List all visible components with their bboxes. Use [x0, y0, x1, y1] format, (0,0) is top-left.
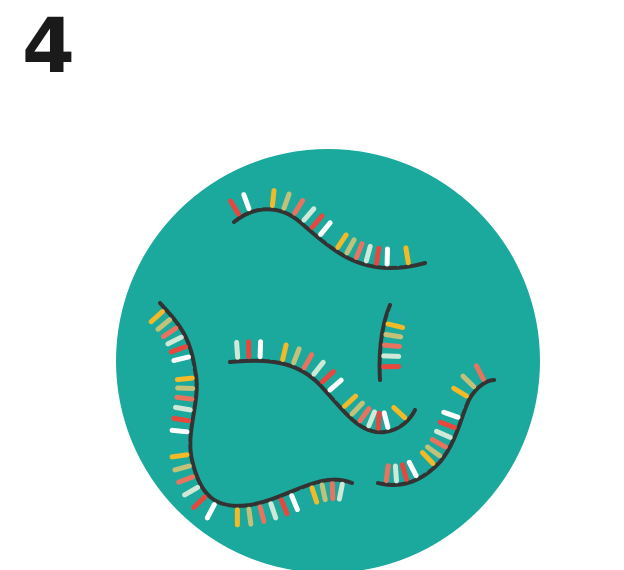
nucleotide-base — [394, 246, 401, 267]
nucleotide-base — [257, 339, 264, 360]
nucleotide-base — [425, 444, 443, 459]
nucleotide-base — [172, 463, 192, 473]
nucleotide-base — [363, 243, 373, 264]
nucleotide-base — [334, 385, 351, 401]
nucleotide-base — [161, 325, 179, 340]
nucleotide-base — [381, 410, 391, 430]
nucleotide-base — [169, 452, 190, 460]
rna-strand-left — [158, 301, 354, 508]
nucleotide-base — [269, 188, 277, 208]
nucleotide-base — [318, 220, 333, 237]
nucleotide-base — [326, 226, 341, 244]
nucleotide-base — [319, 482, 328, 503]
nucleotide-base — [383, 463, 391, 484]
nucleotide-base — [451, 385, 469, 399]
nucleotide-base — [257, 504, 267, 524]
nucleotide-base — [228, 198, 241, 217]
nucleotide-base — [165, 334, 184, 347]
rna-strands — [148, 188, 496, 528]
nucleotide-base — [329, 481, 336, 502]
nucleotide-base — [311, 359, 326, 377]
nucleotide-base — [342, 393, 359, 409]
nucleotide-base — [155, 317, 172, 332]
nucleotide-base — [374, 245, 382, 266]
nucleotide-base — [301, 352, 315, 371]
nucleotide-base — [175, 385, 196, 391]
nucleotide-base — [191, 494, 208, 510]
nucleotide-base — [399, 462, 409, 482]
rna-strand-right — [376, 378, 496, 488]
nucleotide-base — [246, 506, 254, 527]
nucleotide-base — [441, 409, 461, 420]
nucleotide-base — [173, 364, 194, 373]
nucleotide-base — [382, 342, 402, 349]
nucleotide-base — [291, 346, 302, 366]
nucleotide-base — [413, 455, 428, 473]
nucleotide-base — [403, 245, 411, 266]
nucleotide-base — [344, 237, 357, 256]
nucleotide-base — [420, 450, 436, 466]
nucleotide-base — [434, 428, 453, 440]
nucleotide-base — [391, 405, 408, 421]
rna-strand-top — [232, 207, 427, 271]
nucleotide-base — [301, 206, 317, 223]
nucleotide-base — [174, 394, 195, 402]
nucleotide-base — [278, 497, 290, 517]
nucleotide-base — [392, 463, 399, 484]
nucleotide-base — [309, 213, 325, 230]
nucleotide-base — [375, 410, 382, 431]
nucleotide-base — [220, 506, 229, 526]
nucleotide-base — [268, 340, 276, 361]
nucleotide-base — [168, 344, 188, 355]
nucleotide-base — [386, 408, 400, 427]
rna-strand-middle — [228, 358, 417, 435]
nucleotide-base — [292, 198, 306, 216]
nucleotide-base — [299, 489, 310, 509]
nucleotide-base — [385, 321, 406, 330]
nucleotide-base — [460, 373, 477, 390]
nucleotide-base — [204, 502, 217, 521]
nucleotide-base — [256, 188, 263, 209]
nucleotide-base — [429, 437, 448, 450]
step-number: 4 — [22, 1, 75, 90]
nucleotide-base — [280, 342, 289, 362]
nucleotide-base — [357, 406, 372, 424]
nucleotide-base — [366, 409, 377, 429]
nucleotide-base — [241, 192, 252, 212]
nucleotide-base — [473, 363, 486, 382]
nucleotide-base — [353, 241, 365, 260]
nucleotide-base — [383, 332, 404, 340]
nucleotide-base — [169, 427, 190, 435]
nucleotide-base — [335, 232, 349, 250]
nucleotide-base — [445, 398, 465, 410]
nucleotide-base — [406, 459, 419, 479]
nucleotide-base — [349, 400, 365, 417]
nucleotide-base — [173, 404, 193, 413]
nucleotide-base — [289, 493, 300, 513]
nucleotide-base — [148, 309, 165, 325]
nucleotide-base — [437, 419, 457, 430]
nucleotide-base — [320, 369, 336, 385]
nucleotide-base — [174, 375, 195, 383]
nucleotide-base — [171, 354, 191, 363]
nucleotide-base — [336, 481, 345, 502]
nucleotide-base — [327, 377, 344, 393]
nucleotide-base — [171, 415, 191, 424]
nucleotide-base — [309, 485, 320, 505]
nucleotide-base — [182, 484, 201, 498]
nucleotide-base — [388, 311, 408, 321]
nucleotide-base — [381, 353, 402, 359]
rna-strand-hook — [377, 303, 392, 382]
nucleotide-base — [234, 339, 241, 360]
nucleotide-base — [281, 191, 292, 211]
nucleotide-base — [176, 474, 196, 485]
nucleotide-base — [268, 501, 279, 521]
